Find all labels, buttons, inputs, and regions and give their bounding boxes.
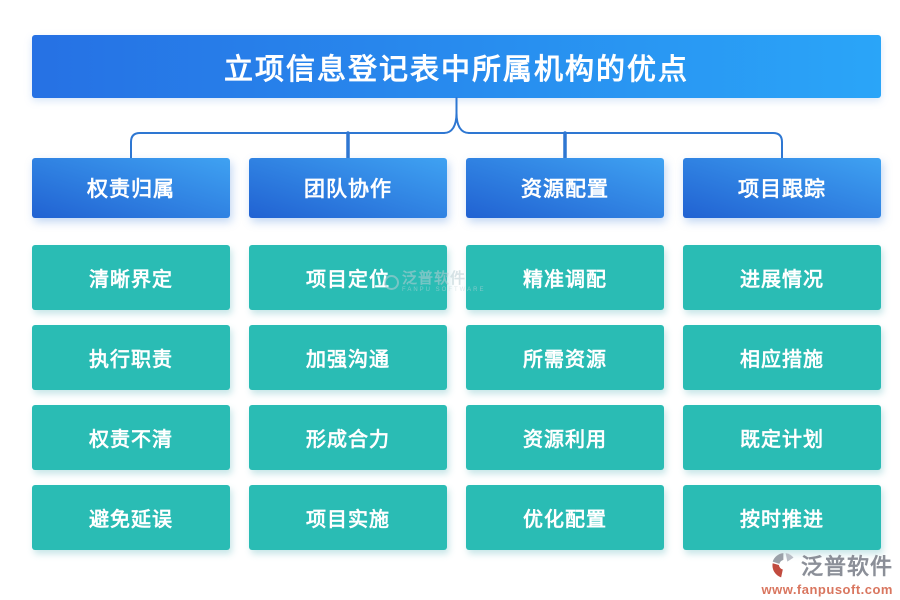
- node: 项目定位: [249, 245, 447, 310]
- node: 相应措施: [683, 325, 881, 390]
- column-header: 权责归属: [32, 158, 230, 218]
- columns-container: 权责归属 清晰界定 执行职责 权责不清 避免延误 团队协作 项目定位 加强沟通 …: [32, 158, 881, 550]
- column-tracking: 项目跟踪 进展情况 相应措施 既定计划 按时推进: [683, 158, 881, 550]
- node: 进展情况: [683, 245, 881, 310]
- column-items: 项目定位 加强沟通 形成合力 项目实施: [249, 245, 447, 550]
- node: 按时推进: [683, 485, 881, 550]
- connector-branch-left: [130, 132, 445, 159]
- node: 所需资源: [466, 325, 664, 390]
- column-header: 团队协作: [249, 158, 447, 218]
- node: 优化配置: [466, 485, 664, 550]
- column-items: 进展情况 相应措施 既定计划 按时推进: [683, 245, 881, 550]
- column-teamwork: 团队协作 项目定位 加强沟通 形成合力 项目实施: [249, 158, 447, 550]
- column-items: 清晰界定 执行职责 权责不清 避免延误: [32, 245, 230, 550]
- connector-peak: [443, 112, 470, 134]
- diagram-title: 立项信息登记表中所属机构的优点: [223, 53, 689, 86]
- node: 既定计划: [683, 405, 881, 470]
- node: 加强沟通: [249, 325, 447, 390]
- column-responsibility: 权责归属 清晰界定 执行职责 权责不清 避免延误: [32, 158, 230, 550]
- footer-brand-url: www.fanpusoft.com: [761, 582, 893, 597]
- footer-logo: 泛普软件 www.fanpusoft.com: [761, 549, 893, 597]
- column-header: 项目跟踪: [683, 158, 881, 218]
- node: 资源利用: [466, 405, 664, 470]
- node: 权责不清: [32, 405, 230, 470]
- node: 避免延误: [32, 485, 230, 550]
- column-header: 资源配置: [466, 158, 664, 218]
- node: 精准调配: [466, 245, 664, 310]
- footer-brand-name: 泛普软件: [800, 554, 893, 579]
- node: 形成合力: [249, 405, 447, 470]
- column-items: 精准调配 所需资源 资源利用 优化配置: [466, 245, 664, 550]
- footer-brand-row: 泛普软件: [761, 549, 893, 581]
- node: 执行职责: [32, 325, 230, 390]
- column-resources: 资源配置 精准调配 所需资源 资源利用 优化配置: [466, 158, 664, 550]
- fanpu-logo-icon: [772, 552, 794, 577]
- diagram-title-bar: 立项信息登记表中所属机构的优点: [32, 35, 881, 98]
- node: 项目实施: [249, 485, 447, 550]
- node: 清晰界定: [32, 245, 230, 310]
- connector-branch-right: [468, 132, 783, 159]
